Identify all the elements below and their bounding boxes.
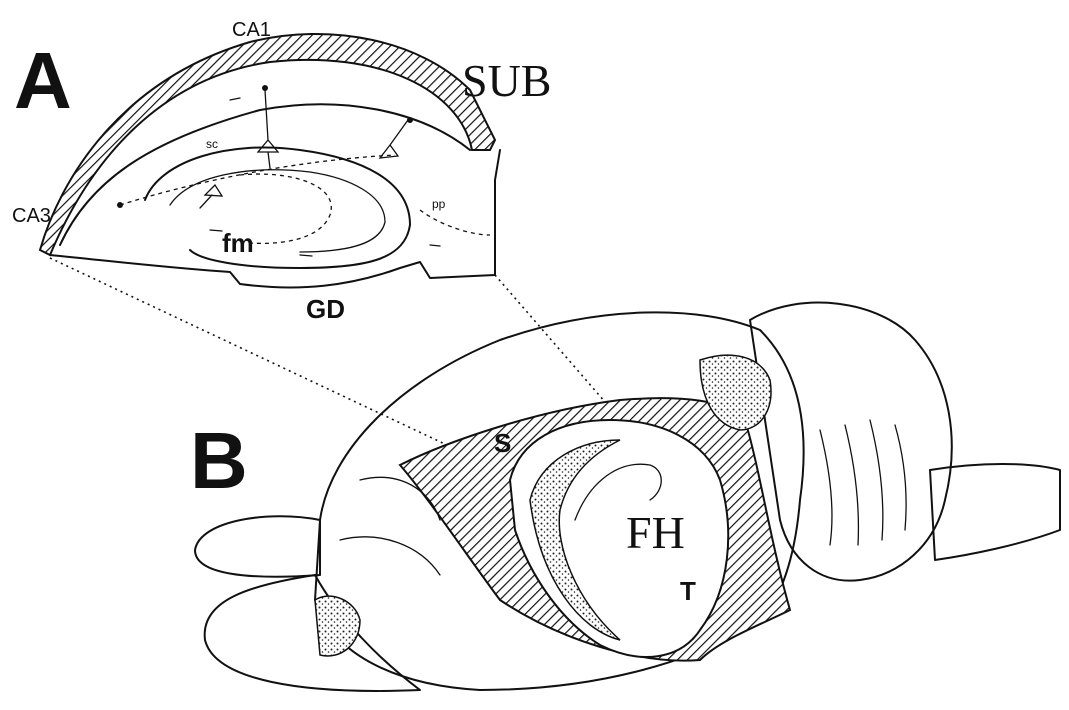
label-sub: SUB <box>462 55 551 106</box>
pyramidal-layer-band <box>40 34 495 255</box>
cell-dot <box>262 85 268 91</box>
label-gd: GD <box>306 294 345 324</box>
label-pp: pp <box>432 197 446 211</box>
label-fm: fm <box>222 228 254 258</box>
label-ca1: CA1 <box>232 19 271 41</box>
panel-b-brain <box>195 303 1060 691</box>
dentate-inner <box>170 170 385 252</box>
cell-dot <box>407 117 413 123</box>
frontal-lobe-lower <box>205 575 420 691</box>
cell-dot <box>117 202 123 208</box>
cerebellum <box>750 303 952 581</box>
olfactory-bulb <box>195 516 320 576</box>
pyramidal-cell <box>380 120 408 158</box>
dentate-gyrus-outline <box>145 147 410 268</box>
panel-a-slice <box>40 34 500 287</box>
pyramidal-cell <box>258 90 278 168</box>
cerebellar-folia <box>820 420 906 545</box>
label-sc: sc <box>206 137 218 151</box>
stippled-region-lower <box>315 596 360 656</box>
label-t: T <box>680 576 696 606</box>
pyramidal-cell <box>200 185 222 208</box>
label-s: S <box>494 428 511 458</box>
perforant-path <box>420 210 490 235</box>
projection-line-left <box>50 258 500 470</box>
label-fh: FH <box>626 507 685 558</box>
panel-b-letter: B <box>190 416 248 505</box>
panel-a-letter: A <box>14 36 72 125</box>
label-ca3: CA3 <box>12 205 51 227</box>
